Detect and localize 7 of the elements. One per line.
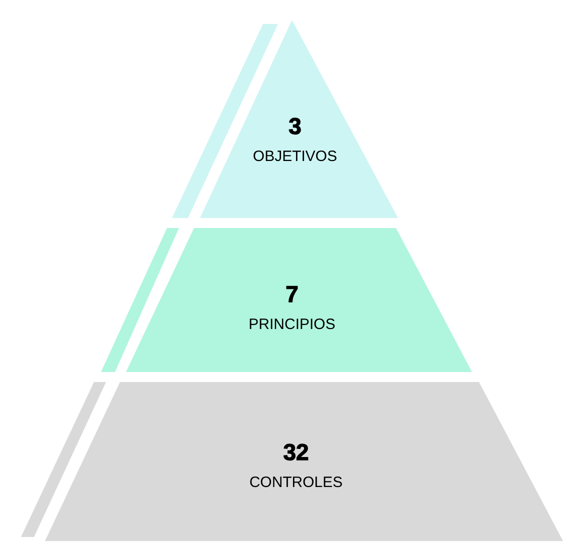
tier-label: OBJETIVOS — [252, 148, 338, 166]
tier-label: CONTROLES — [249, 474, 343, 492]
tier-count: 3 — [288, 114, 302, 138]
pyramid-tier — [200, 20, 398, 218]
tier-count: 7 — [286, 282, 298, 306]
tier-count: 32 — [283, 440, 309, 464]
tier-label: PRINCIPIOS — [248, 316, 336, 334]
